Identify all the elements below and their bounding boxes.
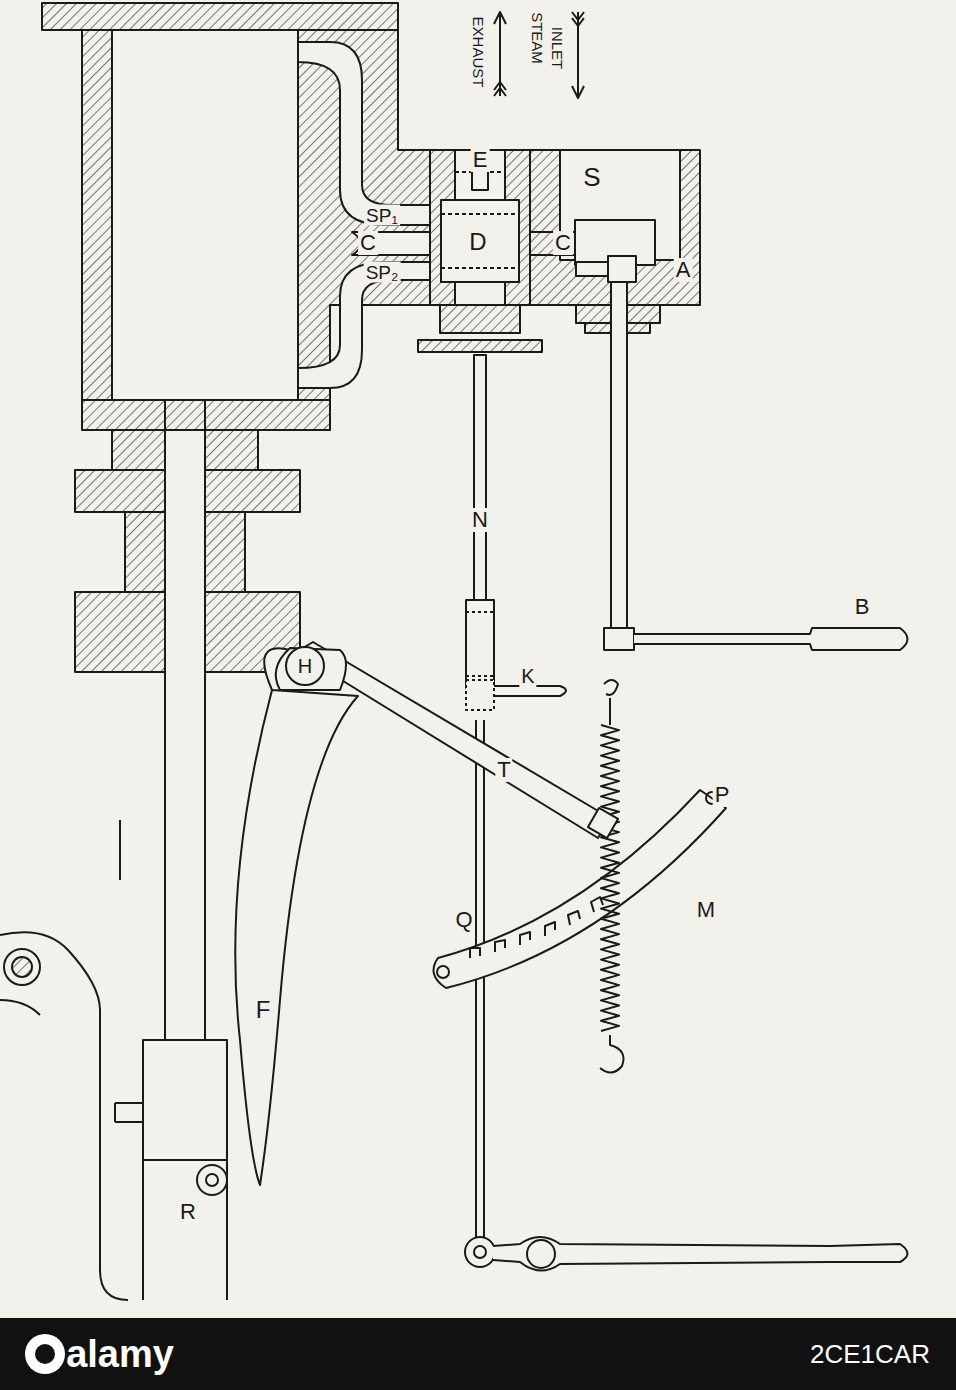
watermark: 2CE1CAR xyxy=(808,1340,932,1368)
gland xyxy=(440,305,520,333)
part-letter: H xyxy=(296,655,314,677)
part-letter: F xyxy=(254,997,273,1023)
cylinder-cover xyxy=(42,3,398,30)
flow-label: STEAM xyxy=(529,10,546,66)
trip-lever xyxy=(235,648,358,1185)
part-letter: P xyxy=(713,783,732,807)
part-letter: C xyxy=(553,231,573,255)
throttle-valve xyxy=(608,256,636,282)
part-letter: SP₂ xyxy=(364,262,401,283)
steam-port xyxy=(298,262,430,388)
part-letter: K xyxy=(519,665,536,687)
piston-valve xyxy=(441,200,519,282)
piston-rod xyxy=(164,400,166,1040)
spring xyxy=(601,725,619,1031)
part-letter: Q xyxy=(453,908,474,932)
part-letter: T xyxy=(495,758,512,782)
cylinder-bore xyxy=(112,30,298,400)
part-letter: A xyxy=(674,258,693,282)
watermark: alamy xyxy=(64,1334,176,1374)
flow-label: INLET xyxy=(549,25,566,72)
handle xyxy=(634,628,908,650)
cylinder-body xyxy=(298,30,430,430)
part-letter: B xyxy=(853,595,872,619)
roller xyxy=(197,1165,227,1195)
part-letter: E xyxy=(471,148,490,172)
valve-rod xyxy=(474,355,486,600)
cylinder-wall xyxy=(82,30,112,400)
part-letter: C xyxy=(358,231,378,255)
lever xyxy=(465,1237,495,1267)
bracket xyxy=(0,932,128,1300)
crosshead xyxy=(143,1040,227,1300)
steam-port xyxy=(298,42,430,225)
stuffing-box xyxy=(112,430,165,470)
part-letter: S xyxy=(581,163,602,191)
part-letter: N xyxy=(470,508,490,532)
flow-label: EXHAUST xyxy=(470,15,487,90)
valve-spindle xyxy=(611,282,627,630)
part-letter: M xyxy=(695,898,717,922)
part-letter: D xyxy=(467,229,488,255)
part-letter: SP₁ xyxy=(364,205,400,226)
exhaust-port xyxy=(352,232,430,255)
logo-mark xyxy=(25,1334,65,1374)
part-letter: R xyxy=(178,1200,198,1224)
watermark-band xyxy=(0,1318,956,1390)
